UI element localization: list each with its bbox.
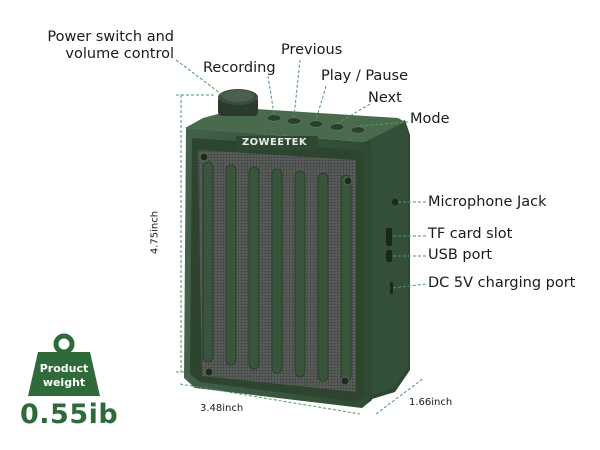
callout-play-pause: Play / Pause <box>321 68 408 84</box>
callout-previous: Previous <box>281 42 343 58</box>
tf-slot-port <box>386 228 392 246</box>
product-weight-value: 0.55ib <box>20 399 119 430</box>
charging-port-port <box>390 282 393 294</box>
side-ports <box>386 198 399 294</box>
callout-power: Power switch and volume control <box>47 29 174 62</box>
speaker-top-panel <box>185 108 405 142</box>
dimension-lines <box>176 94 425 415</box>
callout-usb-port: USB port <box>428 247 493 263</box>
brand-plate <box>236 136 318 150</box>
mic-jack-port <box>391 198 399 206</box>
callout-recording: Recording <box>203 60 276 76</box>
grille-ribs <box>202 161 352 382</box>
recording-button <box>266 114 282 122</box>
dimension-height: 4.75inch <box>149 210 161 255</box>
play-pause-button <box>308 120 324 128</box>
callout-mic-jack: Microphone Jack <box>428 194 547 210</box>
mode-button <box>350 126 366 134</box>
previous-button <box>286 117 302 125</box>
dimension-depth: 1.66inch <box>409 397 453 408</box>
screws <box>199 152 353 386</box>
top-buttons <box>266 114 366 134</box>
callout-mode: Mode <box>410 111 450 127</box>
badge-label-weight: weight <box>42 376 86 389</box>
callout-tf-slot: TF card slot <box>428 226 513 242</box>
badge-label-product: Product <box>39 362 89 375</box>
callout-charging-port: DC 5V charging port <box>428 275 576 291</box>
weight-badge-icon <box>28 333 100 396</box>
next-button <box>329 123 345 131</box>
usb-port-port <box>386 250 392 262</box>
callout-next: Next <box>368 90 402 106</box>
dimension-width: 3.48inch <box>200 403 244 414</box>
brand-logo: ZOWEETEK <box>242 137 308 148</box>
power-volume-knob <box>218 89 258 116</box>
callout-leaders <box>175 59 427 289</box>
